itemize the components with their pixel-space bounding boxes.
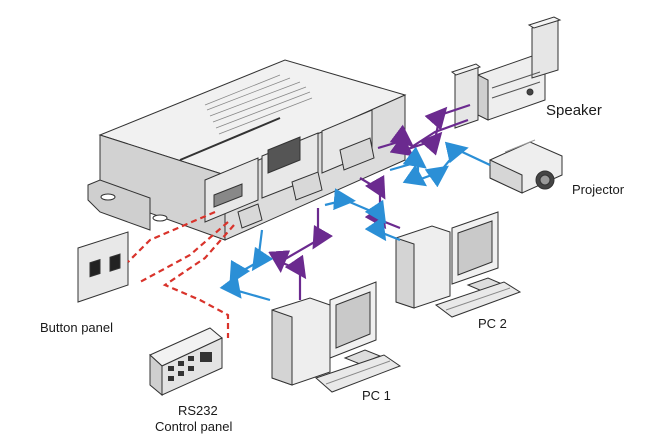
control-panel-label: Control panel bbox=[155, 419, 233, 434]
button-panel-label: Button panel bbox=[40, 320, 114, 335]
pc1-label: PC 1 bbox=[362, 388, 391, 403]
vga-connectors bbox=[237, 137, 375, 229]
projector-label: Projector bbox=[572, 182, 625, 197]
video-cables bbox=[219, 141, 491, 302]
switch-unit bbox=[87, 59, 407, 241]
control-cables bbox=[127, 210, 235, 338]
projector bbox=[489, 139, 563, 194]
pc2 bbox=[395, 211, 522, 318]
pc2-label: PC 2 bbox=[478, 316, 507, 331]
speaker-system bbox=[450, 16, 562, 129]
pc1 bbox=[271, 281, 402, 393]
rs232-control-panel bbox=[149, 327, 223, 397]
speaker-label: Speaker bbox=[546, 102, 602, 119]
rs232-label: RS232 bbox=[178, 403, 218, 418]
button-panel bbox=[77, 231, 129, 303]
